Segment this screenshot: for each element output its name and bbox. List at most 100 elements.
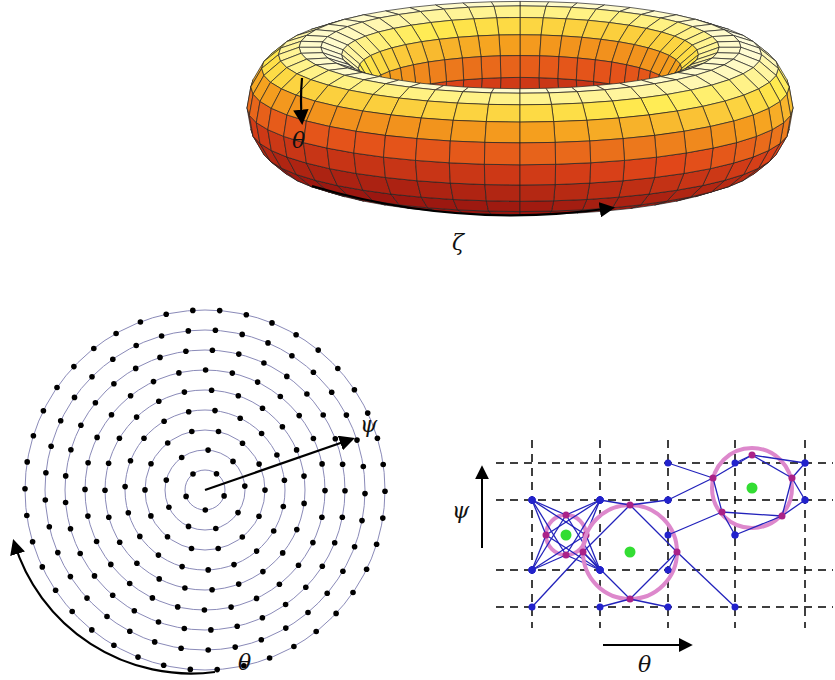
grid-point xyxy=(210,347,216,353)
grid-node xyxy=(732,532,739,539)
interpolation-line xyxy=(532,500,566,555)
grid-point xyxy=(221,493,227,499)
interpolation-line xyxy=(583,552,630,599)
grid-point xyxy=(156,576,162,582)
grid-point xyxy=(166,505,172,511)
grid-point xyxy=(104,614,110,620)
grid-point xyxy=(24,459,30,465)
grid-point xyxy=(259,637,265,643)
theta-axis-arrow xyxy=(603,644,690,646)
grid-point xyxy=(374,542,380,548)
grid-point xyxy=(311,370,317,376)
grid-point xyxy=(133,366,139,372)
grid-point xyxy=(214,471,220,477)
torus-facet xyxy=(445,58,464,82)
interpolation-line xyxy=(782,478,792,516)
interpolation-line xyxy=(532,535,586,570)
grid-point xyxy=(296,413,302,419)
grid-point xyxy=(333,611,339,617)
interpolation-line xyxy=(532,515,566,570)
interpolation-line xyxy=(630,500,668,505)
interpolation-line xyxy=(630,599,668,607)
torus-facet xyxy=(539,56,559,79)
grid-point xyxy=(93,400,99,406)
torus-facet xyxy=(555,141,591,164)
grid-point xyxy=(269,320,275,326)
grid-node xyxy=(597,567,604,574)
grid-point xyxy=(282,477,288,483)
grid-node xyxy=(597,567,604,574)
grid-point xyxy=(189,429,195,435)
grid-point xyxy=(159,333,165,339)
grid-point xyxy=(47,524,53,530)
interpolation-line xyxy=(722,512,735,535)
grid-point xyxy=(359,518,365,524)
grid-point xyxy=(262,487,268,493)
grid-point xyxy=(128,458,134,464)
interpolation-line xyxy=(546,535,600,570)
polar-grid xyxy=(22,308,388,673)
grid-point xyxy=(259,431,265,437)
grid-point xyxy=(265,340,271,346)
torus-facet xyxy=(520,93,552,105)
torus-facet xyxy=(623,157,657,181)
interpolation-line xyxy=(532,535,546,570)
grid-point xyxy=(110,356,116,362)
grid-point xyxy=(156,552,162,558)
flux-surface xyxy=(45,330,365,650)
grid-point xyxy=(256,461,262,467)
torus-facet xyxy=(299,47,323,53)
interpolation-line xyxy=(792,478,805,500)
grid-point xyxy=(69,609,75,615)
grid-point xyxy=(236,351,242,357)
torus-facet xyxy=(303,121,329,148)
grid-point xyxy=(289,353,295,359)
grid-point xyxy=(335,366,341,372)
grid-point xyxy=(350,590,356,596)
torus-facet xyxy=(428,60,446,84)
torus-facet xyxy=(491,1,520,6)
torus-facet xyxy=(486,201,520,212)
grid-point xyxy=(213,328,219,334)
torus-facet xyxy=(485,122,520,143)
torus-facet xyxy=(327,127,356,154)
grid-point xyxy=(205,567,211,573)
torus-facet xyxy=(520,18,543,36)
grid-point xyxy=(127,628,133,634)
grid-point xyxy=(340,515,346,521)
grid-node xyxy=(529,567,536,574)
grid-point xyxy=(380,515,386,521)
grid-point xyxy=(78,422,84,428)
grid-node xyxy=(802,497,809,504)
grid-node xyxy=(802,497,809,504)
grid-node xyxy=(529,497,536,504)
interpolation-line xyxy=(735,516,782,535)
grid-point xyxy=(117,539,123,545)
grid-point xyxy=(361,464,367,470)
guiding-center xyxy=(625,547,636,558)
gyro-point xyxy=(749,452,756,459)
grid-node xyxy=(529,497,536,504)
torus-facet xyxy=(462,57,482,80)
grid-point xyxy=(178,645,184,651)
grid-point xyxy=(85,460,91,466)
grid-point xyxy=(137,534,143,540)
grid-node xyxy=(597,497,604,504)
grid-point xyxy=(71,364,77,370)
grid-point xyxy=(186,524,192,530)
grid-point xyxy=(134,414,140,420)
grid-point xyxy=(329,390,335,396)
torus-facet xyxy=(421,101,457,120)
grid-point xyxy=(301,473,307,479)
torus-facet xyxy=(450,183,486,201)
grid-point xyxy=(148,513,154,519)
grid-point xyxy=(113,331,119,337)
grid-point xyxy=(63,500,69,506)
grid-node xyxy=(597,497,604,504)
grid-node xyxy=(529,567,536,574)
torus-facet xyxy=(520,56,540,78)
grid-point xyxy=(240,534,246,540)
grid-point xyxy=(58,418,64,424)
grid-node xyxy=(597,497,604,504)
